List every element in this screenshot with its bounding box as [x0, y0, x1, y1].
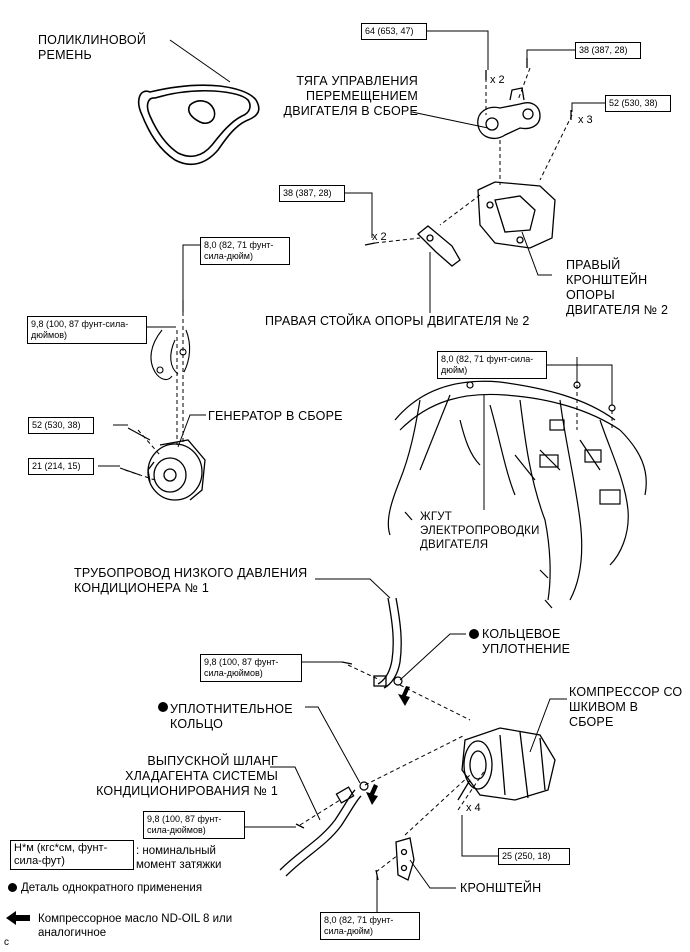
torque-box: 64 (653, 47)	[361, 23, 427, 40]
torque-box: 9,8 (100, 87 фунт-сила-дюймов)	[200, 654, 302, 682]
single-use-dot-icon	[8, 883, 17, 892]
legend-single-use-text: Деталь однократного применения	[21, 882, 203, 894]
leader-belt	[169, 39, 231, 83]
compressor-shape	[457, 727, 556, 801]
leader-control-rod	[411, 111, 489, 129]
torque-box: 25 (250, 18)	[498, 848, 570, 865]
leader-right-bracket	[521, 231, 552, 276]
label-harness: ЖГУТ ЭЛЕКТРОПРОВОДКИ ДВИГАТЕЛЯ	[420, 511, 540, 551]
torque-box: 52 (530, 38)	[605, 95, 671, 112]
legend-oil: Компрессорное масло ND-OIL 8 или аналоги…	[38, 913, 233, 939]
torque-box: 21 (214, 15)	[28, 458, 94, 475]
torque-box: 52 (530, 38)	[28, 417, 94, 434]
label-discharge-hose: ВЫПУСКНОЙ ШЛАНГ ХЛАДАГЕНТА СИСТЕМЫ КОНДИ…	[96, 754, 278, 798]
generator-shape	[147, 439, 206, 501]
leader-t38b	[344, 192, 373, 238]
label-belt: ПОЛИКЛИНОВОЙ РЕМЕНЬ	[38, 33, 147, 62]
label-low-pressure-pipe: ТРУБОПРОВОД НИЗКОГО ДАВЛЕНИЯ КОНДИЦИОНЕР…	[74, 566, 308, 595]
leader-t25	[461, 815, 498, 857]
torque-box: 9,8 (100, 87 фунт-сила-дюймов)	[27, 316, 147, 344]
leader-pipe	[315, 578, 391, 599]
legend-unit-text: : номинальный момент затяжки	[136, 845, 222, 871]
discharge-hose-shape	[279, 786, 362, 877]
leader-generator	[177, 414, 206, 448]
control-rod-shape	[477, 58, 572, 139]
leader-o-ring	[399, 633, 466, 681]
leader-t38a	[526, 49, 575, 60]
multiplier: x 2	[372, 231, 387, 243]
leader-t64	[426, 30, 489, 70]
leader-compressor	[529, 698, 567, 753]
single-use-dot-icon	[158, 702, 168, 712]
oil-arrow-icon	[366, 784, 378, 805]
leader-seal-ring	[305, 706, 361, 784]
label-o-ring: КОЛЬЦЕВОЕ УПЛОТНЕНИЕ	[482, 627, 571, 656]
torque-box: 38 (387, 28)	[575, 42, 641, 59]
label-generator: ГЕНЕРАТОР В СБОРЕ	[208, 409, 343, 423]
multiplier: x 3	[578, 114, 593, 126]
label-bracket: КРОНШТЕЙН	[460, 881, 542, 895]
label-seal-ring: УПЛОТНИТЕЛЬНОЕ КОЛЬЦО	[170, 702, 293, 731]
right-bracket-shape	[477, 181, 556, 249]
bracket-shape	[375, 837, 415, 881]
legend-single-use: Деталь однократного применения	[8, 881, 268, 895]
single-use-dot-icon	[469, 629, 479, 639]
oil-arrow-icon	[398, 686, 410, 706]
label-right-bracket: ПРАВЫЙ КРОНШТЕЙН ОПОРЫ ДВИГАТЕЛЯ № 2	[566, 258, 669, 317]
harness-shape	[387, 380, 647, 609]
leader-hose	[270, 766, 321, 821]
multiplier: x 4	[466, 802, 481, 814]
right-stay-shape	[364, 225, 461, 267]
label-right-stay: ПРАВАЯ СТОЙКА ОПОРЫ ДВИГАТЕЛЯ № 2	[265, 314, 530, 328]
belt-shape	[138, 84, 260, 166]
label-control-rod: ТЯГА УПРАВЛЕНИЯ ПЕРЕМЕЩЕНИЕМ ДВИГАТЕЛЯ В…	[283, 74, 418, 118]
torque-box: 38 (387, 28)	[279, 185, 345, 202]
leader-bracket	[409, 859, 456, 889]
torque-box: 8,0 (82, 71 фунт-сила-дюйм)	[200, 237, 290, 265]
torque-box: 9,8 (100, 87 фунт-сила-дюймов)	[143, 811, 245, 839]
leader-t8b-r	[546, 364, 613, 405]
legend-oil-arrow-icon	[6, 911, 30, 925]
low-pressure-pipe-shape	[341, 597, 402, 689]
leader-t52a	[571, 102, 605, 112]
corner-mark: c	[4, 937, 9, 948]
generator-wiring-shape	[119, 300, 191, 476]
multiplier: x 2	[490, 74, 505, 86]
torque-box: 8,0 (82, 71 фунт-сила-дюйм)	[437, 351, 547, 379]
label-compressor: КОМПРЕССОР СО ШКИВОМ В СБОРЕ	[569, 685, 683, 729]
torque-box: 8,0 (82, 71 фунт-сила-дюйм)	[320, 912, 420, 940]
legend-unit-box: Н*м (кгс*см, фунт-сила-фут)	[10, 840, 134, 870]
